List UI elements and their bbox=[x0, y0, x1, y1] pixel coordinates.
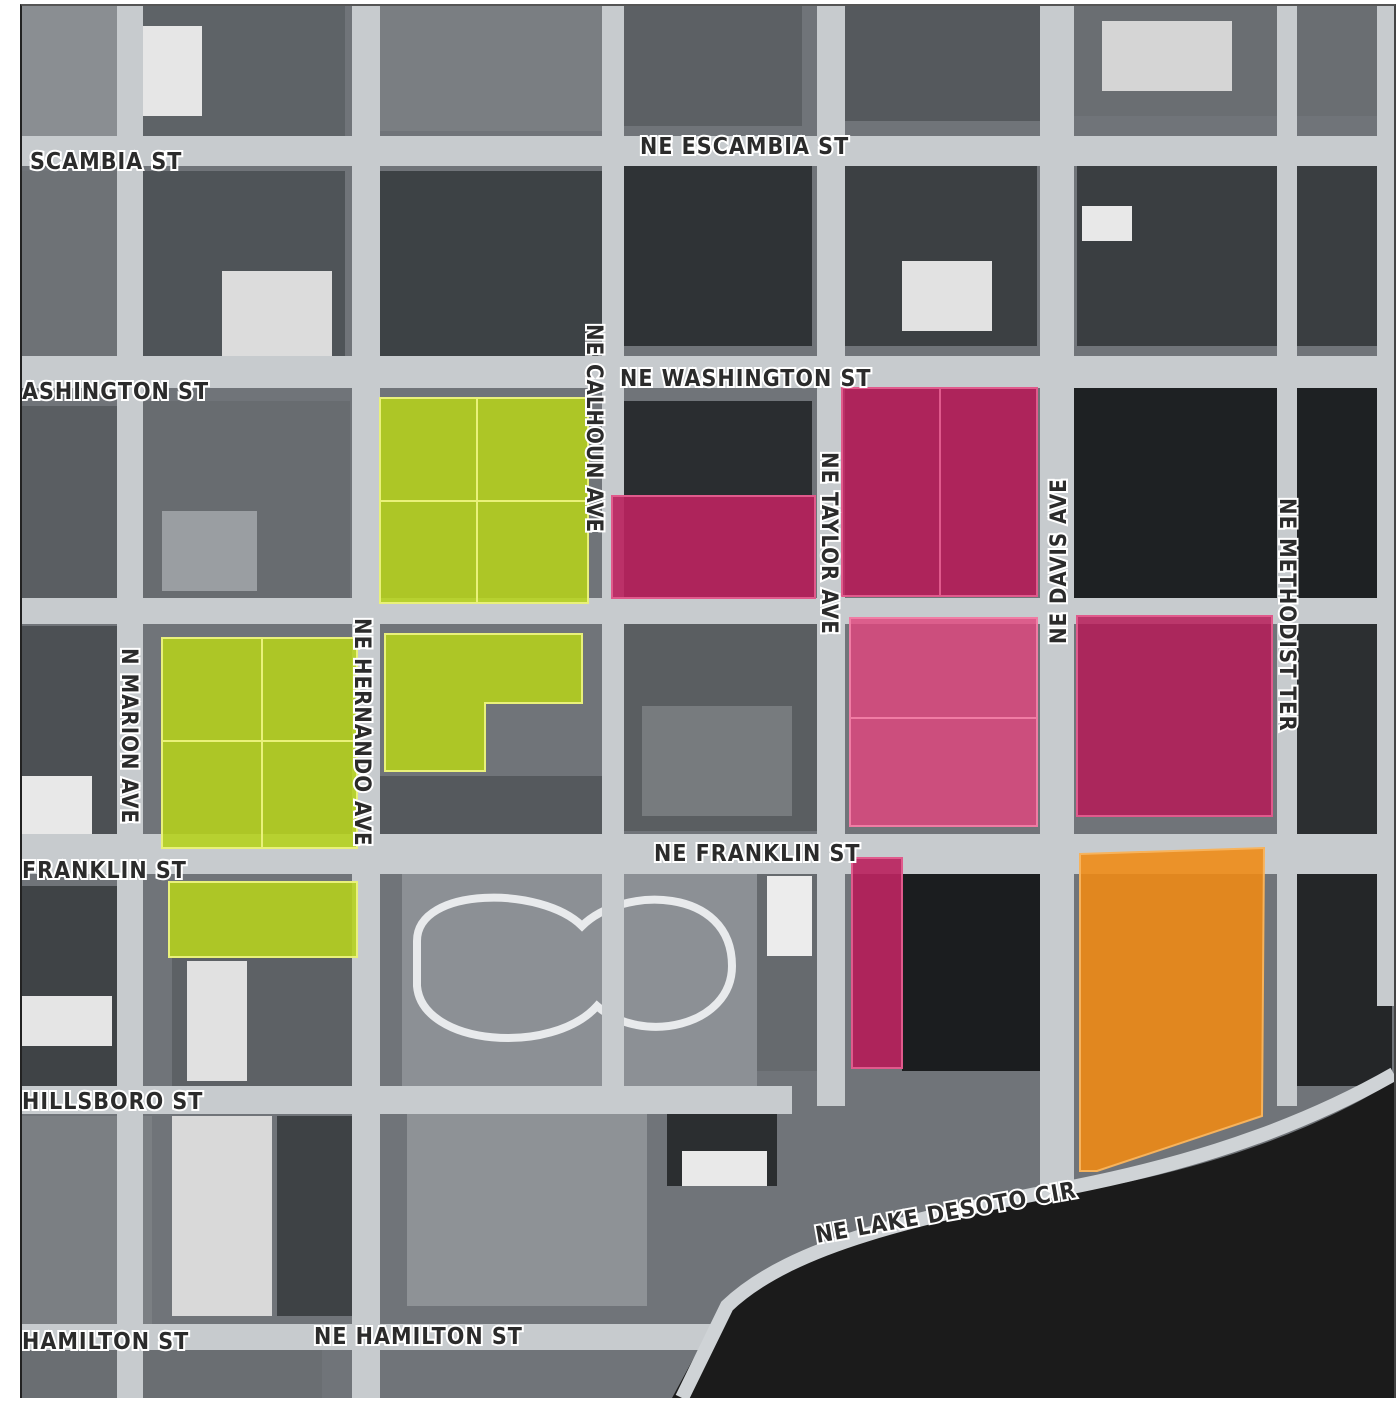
parcels bbox=[161, 387, 1273, 1172]
roads bbox=[22, 6, 1394, 1398]
parcel-magenta-4 bbox=[851, 857, 903, 1069]
street-label-washington-main: NE WASHINGTON ST bbox=[620, 366, 872, 392]
street-label-hamilton-main: NE HAMILTON ST bbox=[314, 1324, 523, 1350]
street-label-hamilton-left: HAMILTON ST bbox=[22, 1329, 189, 1355]
street-label-taylor: NE TAYLOR AVE bbox=[816, 452, 841, 635]
street-labels: SCAMBIA ST NE ESCAMBIA ST ASHINGTON ST N… bbox=[22, 132, 1301, 1357]
street-label-franklin-left: FRANKLIN ST bbox=[22, 858, 187, 884]
parcel-green-2 bbox=[161, 637, 358, 849]
lake bbox=[672, 1081, 1394, 1398]
street-label-davis: NE DAVIS AVE bbox=[1047, 478, 1072, 644]
street-label-washington-left: ASHINGTON ST bbox=[22, 379, 209, 405]
parcel-pink-1 bbox=[849, 617, 1038, 827]
parcel-magenta-1 bbox=[611, 495, 816, 599]
parcel-green-3 bbox=[384, 633, 583, 772]
parcel-orange-1 bbox=[1079, 846, 1266, 1172]
street-label-escambia-left: SCAMBIA ST bbox=[30, 149, 182, 175]
street-label-hernando: NE HERNANDO AVE bbox=[349, 618, 374, 847]
street-label-franklin-main: NE FRANKLIN ST bbox=[654, 841, 861, 867]
street-label-escambia-main: NE ESCAMBIA ST bbox=[640, 134, 849, 160]
parcel-magenta-3 bbox=[1076, 615, 1273, 817]
lake-shore-road bbox=[675, 1067, 1394, 1398]
street-label-hillsboro: HILLSBORO ST bbox=[22, 1089, 203, 1115]
street-label-marion: N MARION AVE bbox=[116, 648, 141, 824]
parcel-green-4 bbox=[168, 881, 358, 958]
street-label-methodist: NE METHODIST TER bbox=[1274, 498, 1299, 732]
street-label-calhoun: NE CALHOUN AVE bbox=[581, 324, 606, 533]
aerial-map: SCAMBIA ST NE ESCAMBIA ST ASHINGTON ST N… bbox=[20, 4, 1396, 1398]
park bbox=[402, 871, 757, 1086]
